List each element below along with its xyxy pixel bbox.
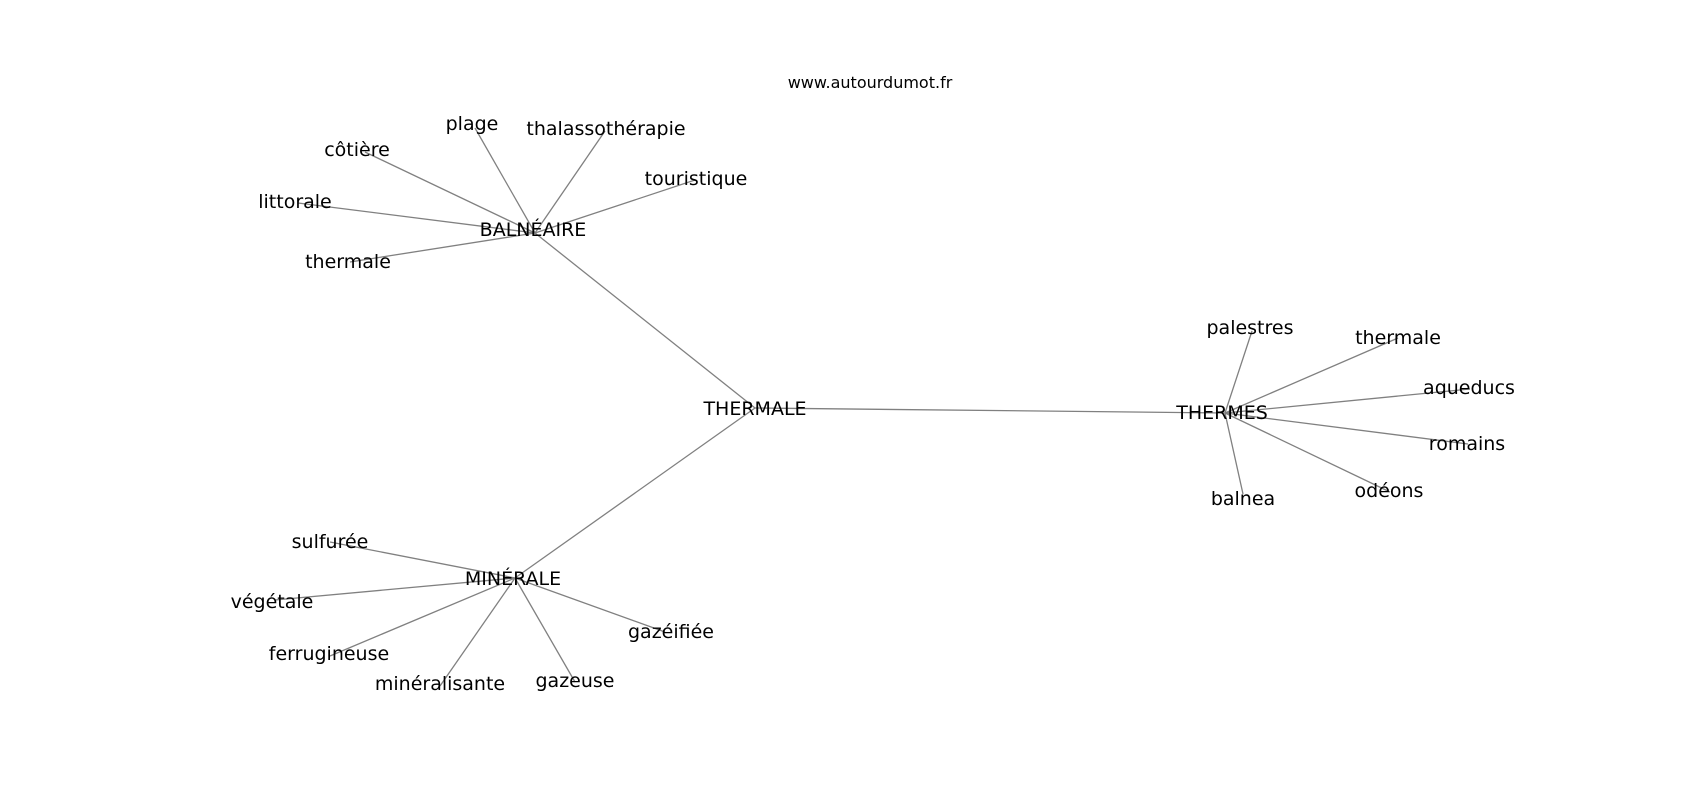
edge-balneaire-cotiere [364, 151, 536, 234]
group-node-label-thermes: THERMES [1175, 402, 1268, 424]
center-node-label: THERMALE [702, 398, 806, 420]
edge-thermes-aqueducs [1224, 388, 1471, 414]
edge-thermes-thermale [1224, 337, 1399, 414]
word-node-label-touristique: touristique [645, 168, 748, 190]
edge-thermes-palestres [1224, 330, 1253, 414]
edge-balneaire-plage [474, 127, 536, 234]
edge-thermes-romains [1224, 412, 1469, 445]
edge-balneaire-touristique [534, 179, 696, 234]
labels: THERMALE BALNÉAIRE plage thalassothérapi… [231, 113, 1515, 695]
edges [274, 127, 1471, 687]
edge-minerale-mineralisante [439, 577, 516, 687]
word-node-label-romains: romains [1429, 433, 1505, 455]
word-node-label-gazeuse: gazeuse [536, 670, 615, 692]
word-node-label-plage: plage [446, 113, 499, 135]
source-text: www.autourdumot.fr [788, 73, 953, 92]
edge-thermes-odeons [1224, 412, 1391, 493]
word-node-label-gazeifiee: gazéifiée [628, 621, 714, 643]
word-node-label-sulfuree: sulfurée [292, 531, 369, 553]
edge-center-minerale [514, 407, 756, 579]
word-node-label-palestres: palestres [1206, 317, 1293, 339]
edge-balneaire-thermale [349, 232, 536, 263]
word-node-label-balnea: balnea [1211, 488, 1275, 510]
word-node-label-aqueducs: aqueducs [1423, 377, 1515, 399]
word-node-label-thermale-1: thermale [305, 251, 391, 273]
word-node-label-vegetale: végétale [231, 591, 314, 613]
word-node-label-odeons: odéons [1355, 480, 1424, 502]
edge-minerale-sulfuree [329, 541, 516, 579]
word-node-label-mineralisante: minéralisante [375, 673, 505, 695]
edge-minerale-gazeuse [514, 577, 576, 683]
group-node-label-minerale: MINÉRALE [465, 567, 561, 590]
word-node-label-ferrugineuse: ferrugineuse [269, 643, 389, 665]
edge-minerale-gazeifiee [514, 577, 666, 633]
word-node-label-cotiere: côtière [324, 139, 390, 161]
edge-minerale-ferrugineuse [329, 577, 516, 657]
word-node-label-thalassotherapie: thalassothérapie [526, 118, 685, 140]
edge-center-thermes [754, 407, 1226, 414]
edge-minerale-vegetale [274, 577, 516, 601]
edge-center-balneaire [534, 232, 756, 409]
edge-balneaire-littorale [297, 202, 536, 234]
group-node-label-balneaire: BALNÉAIRE [480, 218, 587, 241]
word-node-label-littorale: littorale [258, 191, 332, 213]
edge-thermes-balnea [1224, 412, 1244, 495]
word-node-label-thermale-2: thermale [1355, 327, 1441, 349]
edge-balneaire-thalassotherapie [534, 130, 606, 234]
